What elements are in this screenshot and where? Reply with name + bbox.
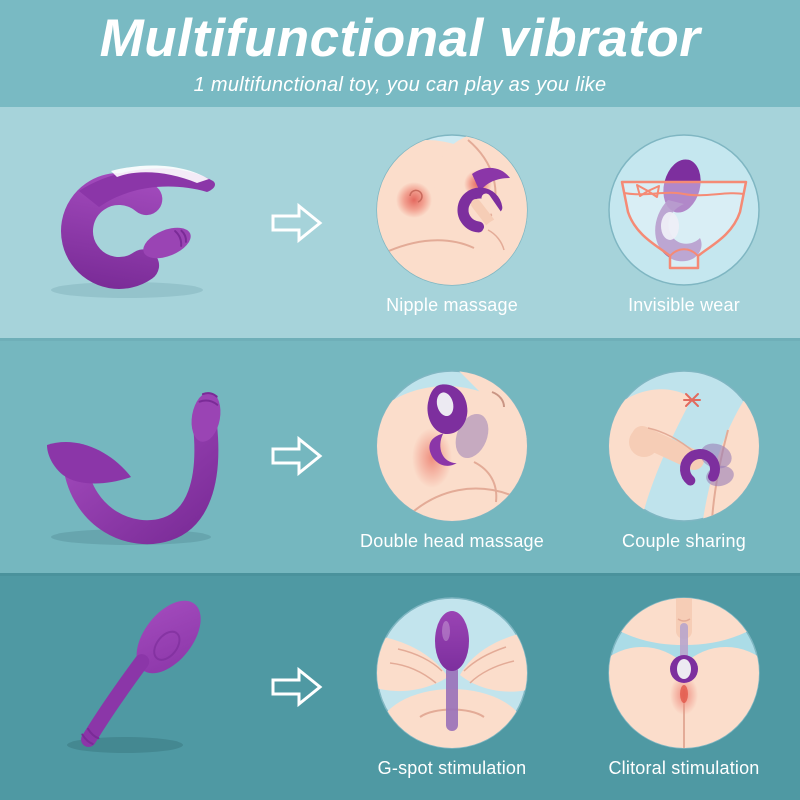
use-caption: G-spot stimulation: [377, 757, 527, 778]
invisible-wear-illustration: [608, 133, 760, 286]
arrow-right-icon: [271, 435, 323, 476]
double-head-massage-illustration: [376, 369, 528, 522]
use-caption: Clitoral stimulation: [608, 757, 760, 778]
use-caption: Nipple massage: [386, 294, 518, 315]
row-c-shape-vibrator: Nipple massage Invisible: [0, 107, 800, 338]
c-shape-vibrator-product-icon: [51, 164, 215, 298]
product-photo-area: [0, 597, 256, 781]
header: Multifunctional vibrator 1 multifunction…: [0, 0, 800, 107]
arrow-area: [256, 434, 336, 478]
wand-vibrator-product-icon: [67, 600, 201, 753]
use-caption: Invisible wear: [628, 294, 740, 315]
arrow-right-icon: [271, 202, 323, 243]
use-item-g-spot-stimulation: G-spot stimulation: [336, 596, 568, 779]
page-title: Multifunctional vibrator: [99, 9, 701, 68]
use-item-invisible-wear: Invisible wear: [568, 133, 800, 316]
curved-vibrator-product-icon: [47, 391, 221, 545]
product-photo-area: [0, 147, 256, 299]
clitoral-stimulation-illustration: [608, 596, 760, 749]
arrow-right-icon: [271, 666, 323, 707]
product-photo-area: [0, 373, 256, 549]
couple-sharing-illustration: [608, 369, 760, 522]
nipple-massage-illustration: [376, 133, 528, 286]
use-item-double-head-massage: Double head massage: [336, 369, 568, 552]
use-caption: Double head massage: [360, 530, 544, 551]
use-item-nipple-massage: Nipple massage: [336, 133, 568, 316]
row-wand-vibrator: G-spot stimulation: [0, 573, 800, 800]
use-caption: Couple sharing: [622, 530, 746, 551]
g-spot-stimulation-illustration: [376, 596, 528, 749]
arrow-area: [256, 201, 336, 245]
use-item-clitoral-stimulation: Clitoral stimulation: [568, 596, 800, 779]
page-subtitle: 1 multifunctional toy, you can play as y…: [193, 74, 607, 96]
row-double-head-vibrator: Double head massage: [0, 338, 800, 573]
arrow-area: [256, 665, 336, 709]
use-item-couple-sharing: Couple sharing: [568, 369, 800, 552]
